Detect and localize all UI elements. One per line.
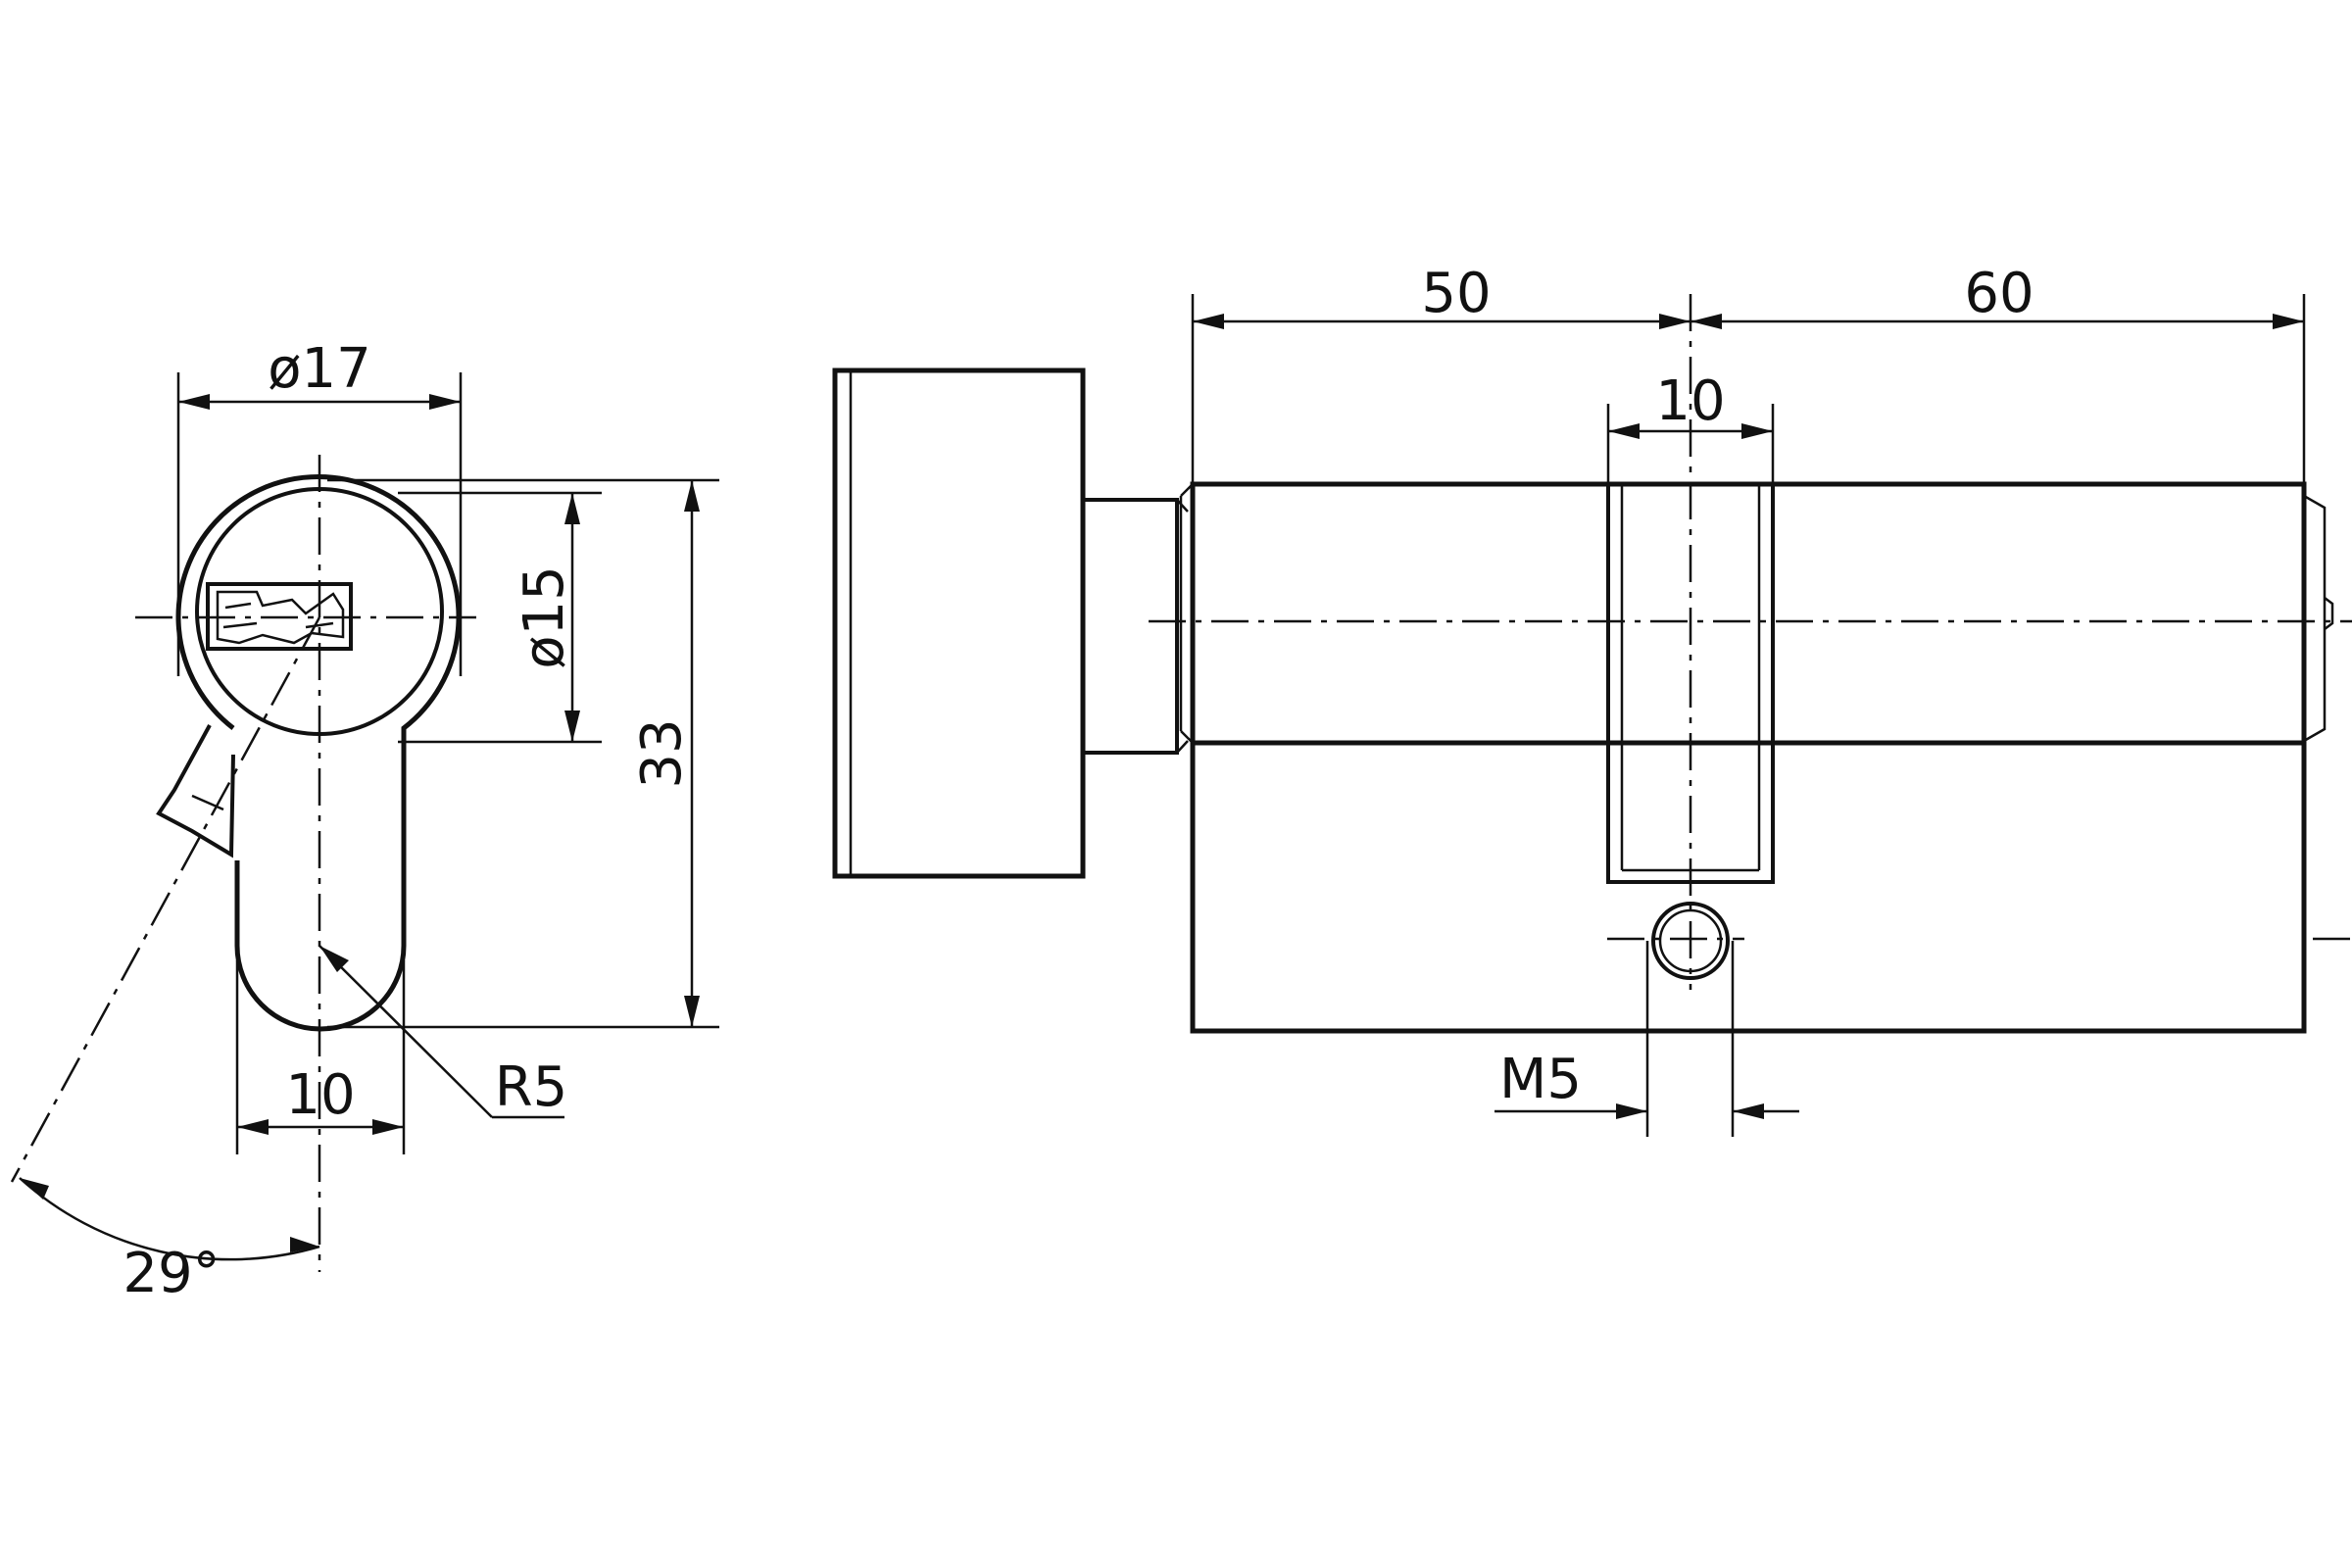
dim-front-inner-diameter: ø15: [513, 565, 576, 669]
side-view: 50 60 10 M5: [832, 262, 2352, 1137]
dim-front-cam-width: 10: [285, 1063, 355, 1127]
dim-front-height: 33: [630, 718, 694, 788]
dim-side-screw-thread: M5: [1499, 1048, 1582, 1111]
dim-front-angle: 29°: [122, 1242, 220, 1305]
front-cam-angle-line: [10, 616, 321, 1183]
dim-side-length-right: 60: [1964, 262, 2034, 325]
front-view: ø17 ø15 33 10 R5 29°: [10, 337, 719, 1305]
front-profile-outline: [175, 474, 462, 1032]
dim-side-length-left: 50: [1421, 262, 1491, 325]
dim-front-outer-diameter: ø17: [268, 337, 371, 401]
cylinder-body-lower: [1190, 740, 2307, 1034]
thumb-turn-knob: [832, 368, 1086, 879]
screw-hole: [1651, 902, 1730, 980]
front-cam-notch: [156, 724, 235, 858]
thumb-turn-shaft: [1081, 498, 1179, 755]
dim-front-radius: R5: [495, 1055, 568, 1119]
dim-side-cam-width: 10: [1655, 369, 1725, 433]
cylinder-body-upper: [1190, 481, 2307, 746]
